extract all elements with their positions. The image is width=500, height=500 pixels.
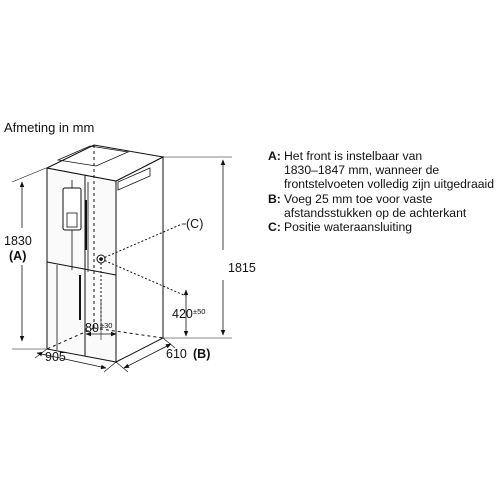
callout-c-label: (C) (186, 217, 203, 231)
water-offset-value: 80 (85, 321, 99, 335)
water-height-tolerance: ±50 (193, 307, 205, 316)
fridge-body (45, 144, 165, 363)
water-offset-tolerance: ±30 (100, 321, 112, 330)
height-value: 1830 (4, 234, 32, 248)
width-value: 905 (45, 350, 66, 364)
legend-key: A: (268, 149, 281, 163)
height-dimension (11, 167, 47, 350)
legend-item-c: C: Positie wateraansluiting (268, 220, 498, 234)
legend-text: Het front is instelbaar van 1830–1847 mm… (284, 149, 495, 192)
depth-value: 610 (166, 347, 187, 361)
water-height-value: 420 (172, 307, 193, 321)
depth-ref: (B) (193, 347, 210, 361)
water-offset-dimension (85, 300, 117, 340)
legend-item-b: B: Voeg 25 mm toe voor vaste afstandsstu… (268, 192, 498, 220)
body-height-value: 1815 (228, 261, 256, 275)
depth-dimension (115, 337, 176, 373)
width-dimension (34, 348, 117, 373)
height-ref: (A) (9, 249, 26, 263)
legend: A: Het front is instelbaar van 1830–1847… (268, 149, 498, 234)
legend-key: B: (268, 191, 281, 206)
legend-key: C: (268, 220, 281, 235)
legend-item-a: A: Het front is instelbaar van 1830–1847… (268, 149, 498, 192)
legend-text: Voeg 25 mm toe voor vaste afstandsstukke… (284, 191, 467, 220)
body-height-dimension (163, 156, 232, 339)
legend-text: Positie wateraansluiting (284, 220, 413, 235)
diagram-title: Afmeting in mm (4, 120, 95, 135)
water-connection (96, 223, 187, 330)
